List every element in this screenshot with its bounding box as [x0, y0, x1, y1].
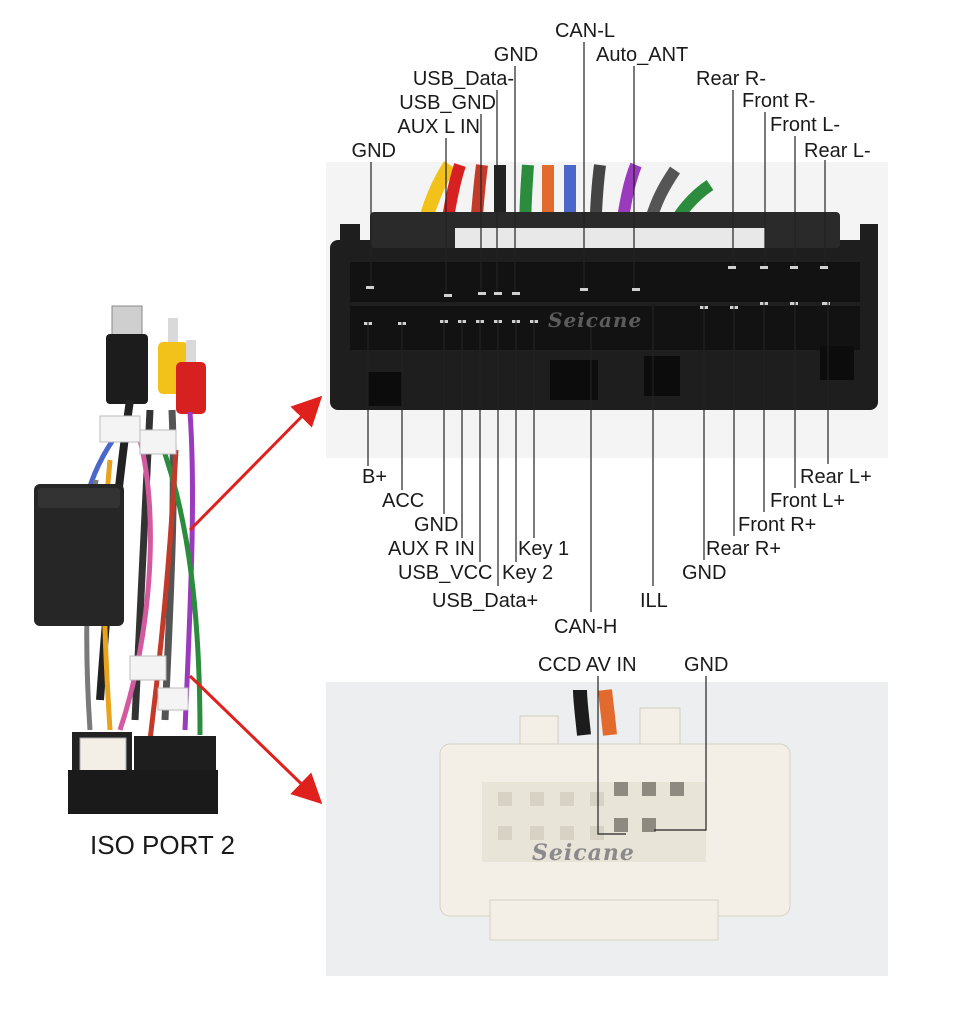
- label-rear-r-plus: Rear R+: [706, 538, 782, 560]
- label-ccd-gnd: GND: [684, 654, 729, 676]
- label-aux-l-in: AUX L IN: [397, 116, 480, 138]
- label-front-l-plus: Front L+: [770, 490, 846, 512]
- label-front-l-minus: Front L-: [770, 114, 841, 136]
- label-ill: ILL: [640, 590, 668, 612]
- label-usb-data-plus: USB_Data+: [432, 590, 539, 612]
- label-can-l: CAN-L: [554, 20, 615, 42]
- ccd-connector-photo: [326, 682, 888, 976]
- label-key-1: Key 1: [518, 538, 570, 560]
- label-front-r-plus: Front R+: [738, 514, 817, 536]
- label-front-r-minus: Front R-: [742, 90, 816, 112]
- arrow-to-main-connector: [188, 395, 323, 532]
- ccd-connector-leaders: [597, 676, 707, 835]
- watermark-main: Seicane: [548, 308, 643, 332]
- watermark-ccd: Seicane: [532, 840, 635, 866]
- label-usb-gnd: USB_GND: [399, 92, 496, 114]
- label-key-2: Key 2: [502, 562, 554, 584]
- label-can-h: CAN-H: [554, 616, 618, 638]
- label-rear-r-minus: Rear R-: [696, 68, 767, 90]
- label-gnd-top: GND: [493, 44, 539, 66]
- label-auto-ant: Auto_ANT: [596, 44, 689, 66]
- harness-photo: [34, 305, 218, 814]
- label-aux-r-in: AUX R IN: [388, 538, 475, 560]
- label-gnd-a: GND: [414, 514, 459, 536]
- label-usb-vcc: USB_VCC: [398, 562, 493, 584]
- label-ccd-av-in: CCD AV IN: [538, 654, 637, 676]
- label-gnd-left: GND: [351, 140, 396, 162]
- port-caption: ISO PORT 2: [90, 830, 235, 860]
- arrow-to-ccd-connector: [188, 674, 323, 805]
- main-connector-leaders: [367, 42, 829, 612]
- label-gnd-b: GND: [682, 562, 727, 584]
- label-usb-data-minus: USB_Data-: [412, 68, 514, 90]
- label-rear-l-plus: Rear L+: [800, 466, 872, 488]
- label-acc: ACC: [382, 490, 425, 512]
- main-connector-photo: [326, 161, 888, 458]
- label-rear-l-minus: Rear L-: [804, 140, 871, 162]
- label-b-plus: B+: [362, 466, 388, 488]
